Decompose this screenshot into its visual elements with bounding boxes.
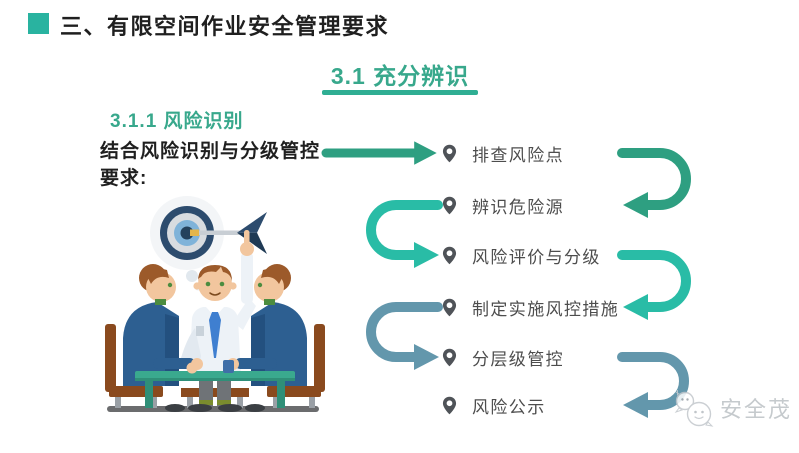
intro-text-line1: 结合风险识别与分级管控 <box>100 141 321 162</box>
arrow-item2-to-item3 <box>365 200 443 269</box>
arrow-item5-to-item6 <box>617 352 690 418</box>
flow-item-label: 辨识危险源 <box>472 197 564 217</box>
slide-title: 三、有限空间作业安全管理要求 <box>60 14 390 39</box>
intro-text-line2: 要求: <box>100 168 148 189</box>
flow-item-label: 制定实施风控措施 <box>472 299 620 319</box>
flow-item-4: 制定实施风控措施 <box>442 294 619 320</box>
intro-text: 结合风险识别与分级管控 要求: <box>100 138 320 192</box>
flow-item-label: 风险评价与分级 <box>472 247 601 267</box>
location-pin-icon <box>442 348 457 366</box>
section-title: 3.1 充分辨识 <box>330 63 470 89</box>
arrow-item1-to-item2 <box>617 148 692 218</box>
arrow-item4-to-item5 <box>365 302 443 371</box>
flow-item-3: 风险评价与分级 <box>442 242 601 268</box>
chat-bubbles-logo-icon <box>674 390 714 427</box>
arrow-item3-to-item4 <box>617 250 692 320</box>
dartboard-icon <box>160 206 214 260</box>
location-pin-icon <box>442 196 457 214</box>
watermark: 安全茂 <box>672 388 792 428</box>
subsection-title: 3.1.1 风险识别 <box>110 111 244 132</box>
chair-center <box>181 388 249 408</box>
location-pin-icon <box>442 246 457 264</box>
flow-item-2: 辨识危险源 <box>442 192 564 218</box>
watermark-text: 安全茂 <box>720 397 793 422</box>
location-pin-icon <box>442 144 457 162</box>
section-title-underline <box>322 90 478 95</box>
header-bullet-square <box>28 13 49 34</box>
meeting-discussion-illustration <box>105 196 325 412</box>
flow-item-6: 风险公示 <box>442 392 546 418</box>
flow-item-1: 排查风险点 <box>442 140 564 166</box>
meeting-table <box>135 371 295 408</box>
location-pin-icon <box>442 396 457 414</box>
ground-line <box>107 406 319 412</box>
flow-item-label: 排查风险点 <box>472 145 564 165</box>
hands-on-table <box>153 358 277 374</box>
flow-item-label: 分层级管控 <box>472 349 564 369</box>
person-left <box>123 264 185 412</box>
location-pin-icon <box>442 298 457 316</box>
flow-item-5: 分层级管控 <box>442 344 564 370</box>
target-thought-bubble <box>150 196 267 291</box>
flow-item-label: 风险公示 <box>472 397 546 417</box>
